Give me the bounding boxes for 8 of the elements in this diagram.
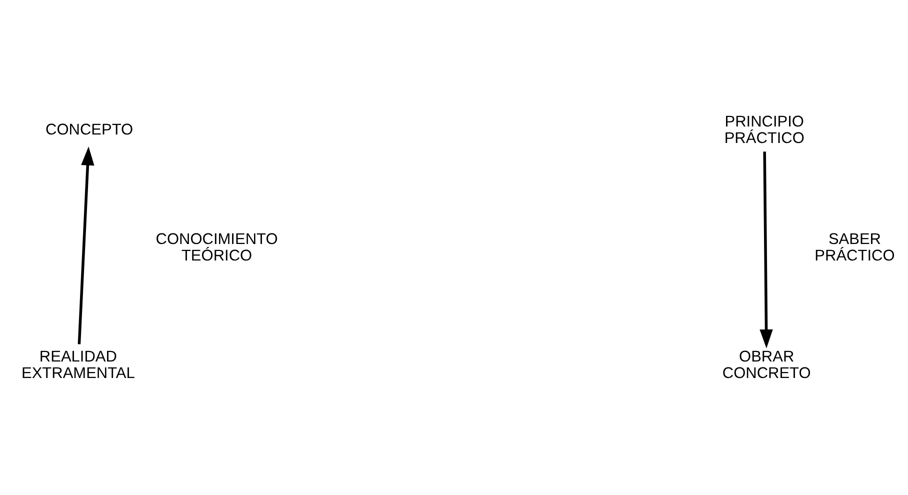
node-text: OBRAR CONCRETO [722,348,811,382]
node-text: REALIDAD EXTRAMENTAL [22,348,135,382]
edge-label: CONOCIMIENTO TEÓRICO [156,230,278,264]
edge-label: SABER PRÁCTICO [814,230,895,264]
arrow [760,151,773,348]
node-text: CONCEPTO [46,121,134,138]
arrow [78,146,94,344]
node-text: PRINCIPIO PRÁCTICO [724,112,804,146]
